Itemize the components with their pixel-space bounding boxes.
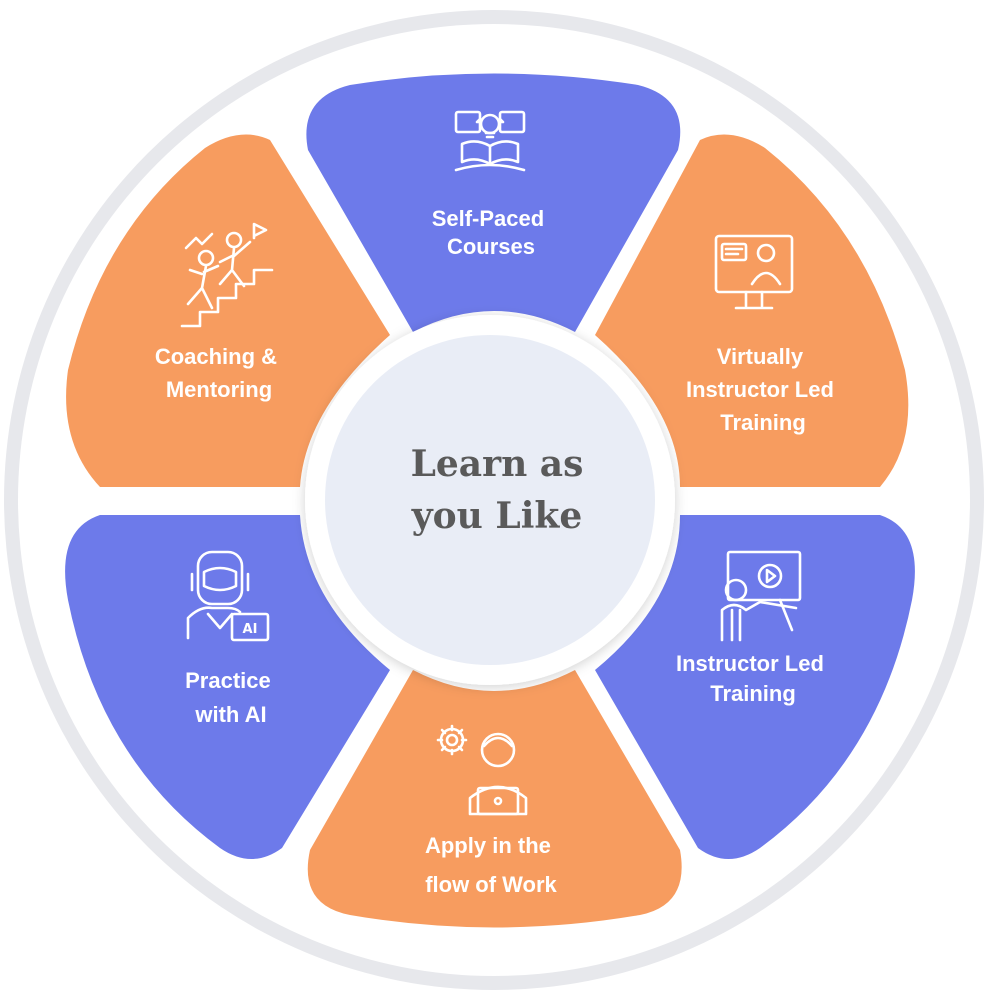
label-line: with AI (194, 702, 266, 727)
label-line: Coaching & (155, 344, 277, 369)
segment-virtually-instructor-led-training (595, 134, 909, 488)
label-instructor-led-training: Instructor Led Training (676, 651, 830, 706)
svg-text:AI: AI (243, 622, 258, 637)
label-line: Training (720, 410, 806, 435)
label-line: Self-Paced (432, 206, 545, 231)
label-line: Instructor Led (686, 377, 834, 402)
video-call-icon (714, 234, 794, 310)
worker-laptop-icon (436, 724, 528, 816)
label-line: Mentoring (166, 377, 272, 402)
book-idea-icon (454, 110, 526, 172)
center-hub (325, 335, 655, 665)
label-line: Courses (447, 234, 535, 259)
segment-instructor-led-training (595, 515, 915, 859)
center-title-line-2: you Like (411, 495, 582, 537)
presenter-icon (720, 550, 802, 642)
robot-ai-icon: AI (186, 550, 270, 642)
label-line: Practice (185, 668, 271, 693)
stairs-mentoring-icon (180, 222, 274, 328)
label-apply-in-the-flow-of-work: Apply in the flow of Work (425, 833, 558, 897)
segment-self-paced-courses (306, 73, 681, 332)
label-coaching-and-mentoring: Coaching & Mentoring (155, 344, 283, 402)
label-line: Instructor Led (676, 651, 824, 676)
label-line: Apply in the (425, 833, 551, 858)
center-title-line-1: Learn as (411, 443, 584, 485)
segment-practice-with-ai (65, 515, 390, 859)
label-line: Training (710, 681, 796, 706)
label-practice-with-ai: Practice with AI (185, 668, 277, 727)
segment-coaching-and-mentoring (66, 134, 391, 488)
label-virtually-instructor-led-training: Virtually Instructor Led Training (686, 344, 840, 435)
label-line: flow of Work (425, 872, 557, 897)
label-line: Virtually (717, 344, 804, 369)
label-self-paced-courses: Self-Paced Courses (432, 206, 551, 259)
